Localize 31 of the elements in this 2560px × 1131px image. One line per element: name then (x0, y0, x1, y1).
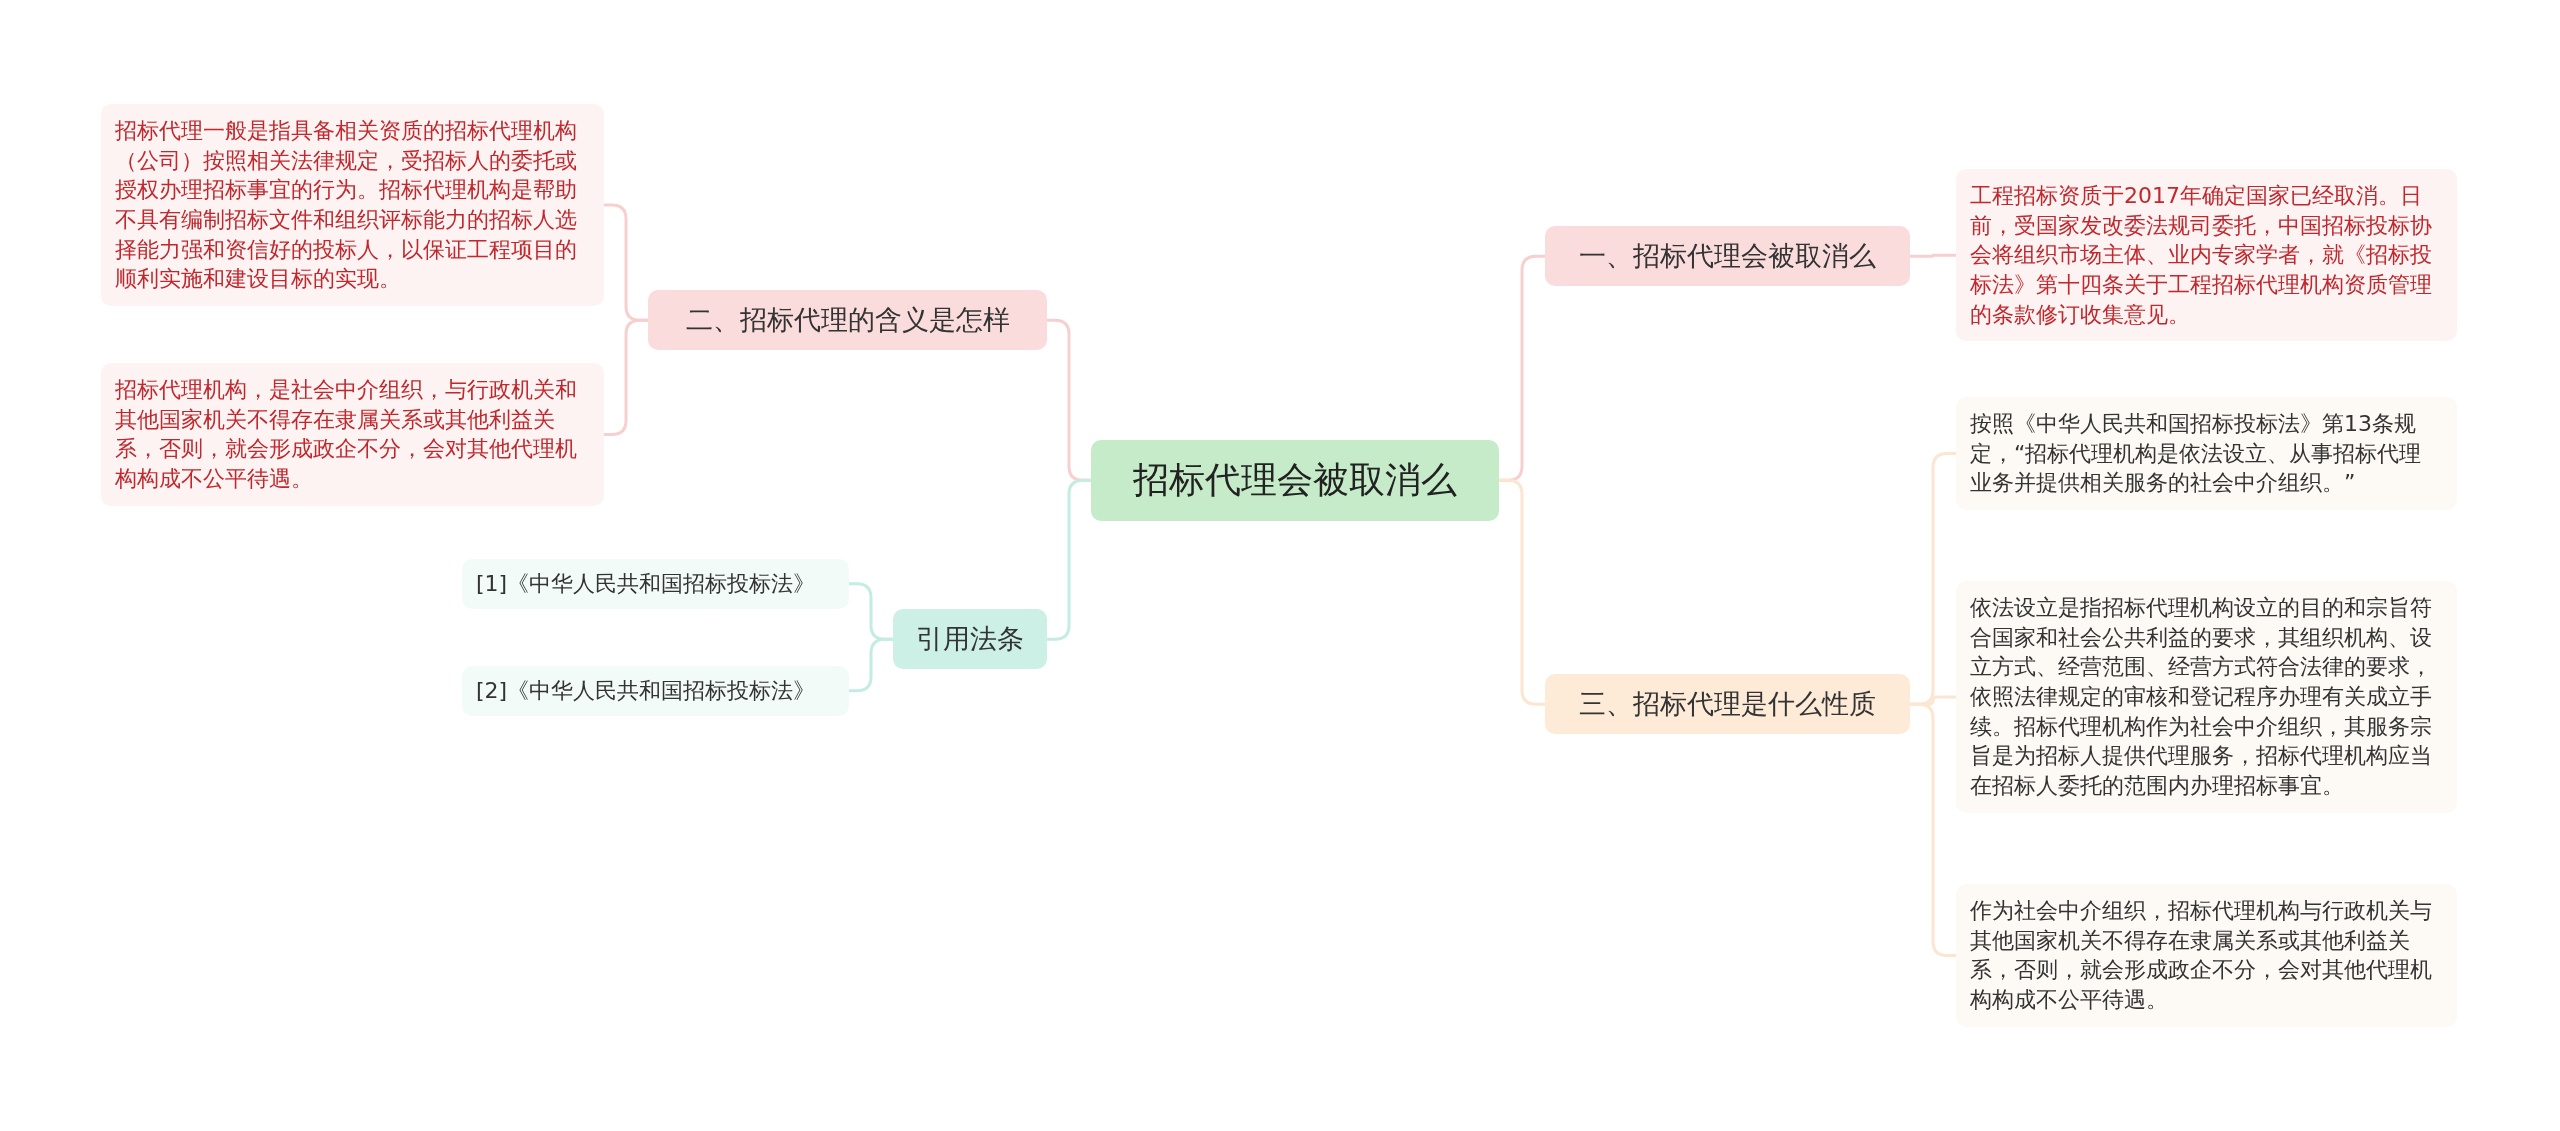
topic-text: 一、招标代理会被取消么 (1578, 239, 1877, 273)
note-text: 招标代理机构，是社会中介组织，与行政机关和其他国家机关不得存在隶属关系或其他利益关系，否则，就会形成政企不分，会对其他代理机构构成不公平待遇。 (115, 376, 578, 494)
note-card (1956, 884, 2457, 1027)
note-card (1956, 169, 2457, 342)
note-text: 按照《中华人民共和国招标投标法》第13条规定，“招标代理机构是依法设立、从事招标代理业务并提供相关服务的社会中介组织。” (1970, 410, 2423, 498)
connector-line (1910, 253, 1956, 258)
topic-text: 三、招标代理是什么性质 (1578, 687, 1877, 721)
note-text: [1]《中华人民共和国招标投标法》 (476, 570, 817, 598)
note-card (1956, 397, 2457, 511)
note-text: [2]《中华人民共和国招标投标法》 (476, 677, 817, 705)
connector-line (1499, 478, 1545, 706)
connector-line (1910, 702, 1956, 957)
note-card (1956, 581, 2457, 813)
central-topic (1091, 440, 1499, 521)
citation-card (462, 559, 849, 609)
note-card (101, 104, 604, 307)
note-text: 作为社会中介组织，招标代理机构与行政机关与其他国家机关不得存在隶属关系或其他利益关系，否则，就会形成政企不分，会对其他代理机构构成不公平待遇。 (1970, 897, 2433, 1015)
branch-topic (1545, 226, 1910, 287)
connector-line (1047, 478, 1091, 641)
note-text: 工程招标资质于2017年确定国家已经取消。日前，受国家发改委法规司委托，中国招标投标协会将组织市场主体、业内专家学者，就《招标投标法》第十四条关于工程招标代理机构资质管理的条款修订收集意见。 (1970, 182, 2433, 329)
connector-line (604, 318, 648, 436)
note-card (101, 363, 604, 506)
branch-topic (648, 290, 1047, 351)
note-text: 招标代理一般是指具备相关资质的招标代理机构（公司）按照相关法律规定，受招标人的委托或授权办理招标事宜的行为。招标代理机构是帮助不具有编制招标文件和组织评标能力的招标人选择能力强和资信好的投标人，以保证工程项目的顺利实施和建设目标的实现。 (115, 117, 578, 294)
topic-text: 引用法条 (915, 622, 1025, 656)
branch-topic (1545, 674, 1910, 735)
branch-topic (893, 609, 1047, 670)
note-text: 依法设立是指招标代理机构设立的目的和宗旨符合国家和社会公共利益的要求，其组织机构、设立方式、经营范围、经营方式符合法律的要求，依照法律规定的审核和登记程序办理有关成立手续。招标代理机构作为社会中介组织，其服务宗旨是为招标人提供代理服务，招标代理机构应当在招标人委托的范围内办理招标事宜。 (1970, 594, 2433, 801)
topic-text: 二、招标代理的含义是怎样 (684, 303, 1011, 337)
topic-text: 招标代理会被取消么 (1132, 458, 1458, 502)
citation-card (462, 666, 849, 716)
